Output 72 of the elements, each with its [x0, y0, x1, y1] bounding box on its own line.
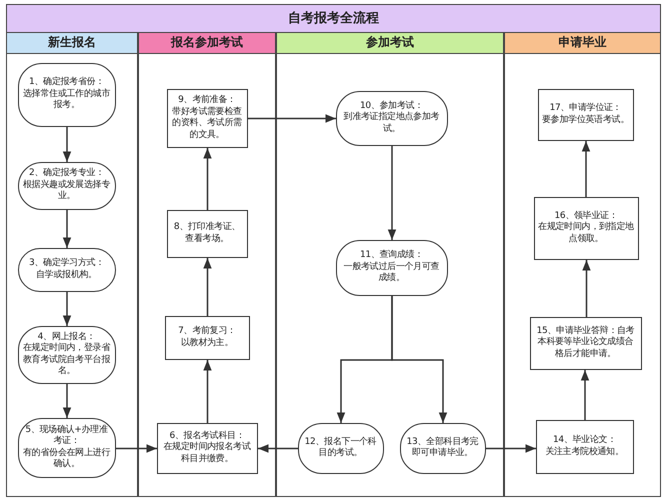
process-terminal: [298, 422, 384, 474]
swimlane: [504, 32, 661, 497]
step-text: 8、打印准考证、查看考场。: [172, 222, 242, 245]
step-text: 到准考证指定地点参加考试。: [342, 112, 440, 136]
step-text: 11、查询成绩：: [360, 250, 424, 262]
arrow: [486, 444, 536, 453]
step-text: 10、参加考试：: [360, 100, 424, 112]
step-text: 选择常住或工作的城市报考。: [22, 88, 112, 112]
step-text: 14、毕业论文：: [552, 435, 616, 446]
arrow: [580, 370, 590, 420]
arrow: [203, 148, 212, 210]
step-text: 要参加学位英语考试。: [542, 114, 629, 126]
arrow: [388, 146, 396, 240]
process-box: [538, 88, 634, 140]
step-text: 以教材为主。: [180, 338, 234, 349]
process-box: [166, 88, 248, 148]
step-text: 一般考试过后一个月可查成绩。: [342, 262, 440, 285]
process-box: [166, 210, 248, 258]
process-box: [534, 196, 638, 260]
step-text: 带好考试需要检查的资料、考试所需的文具。: [171, 106, 243, 141]
swimlane: [276, 32, 504, 497]
process-terminal: [18, 326, 116, 384]
process-box: [530, 316, 642, 370]
lane-header: 参加考试: [277, 33, 503, 54]
step-text: 12、报名下一个科目的考试。: [304, 436, 378, 460]
step-text: 根据兴趣或发展选择专业。: [22, 180, 112, 203]
lane-header: 报名参加考试: [139, 33, 275, 54]
step-text: 16、领毕业证：: [554, 210, 618, 222]
step-text: 9、考前准备：: [178, 95, 236, 106]
process-terminal: [18, 248, 116, 292]
step-text: 关注主考院校通知。: [545, 446, 624, 458]
arrow: [258, 444, 298, 453]
process-terminal: [18, 418, 116, 478]
process-terminal: [400, 422, 486, 474]
arrow: [248, 114, 336, 123]
step-text: 1、确定报考省份：: [28, 77, 104, 88]
lane-header: 新生报名: [7, 33, 137, 54]
arrow: [582, 260, 591, 317]
arrow: [391, 296, 448, 423]
step-text: 6、报名考试科目：: [169, 430, 245, 442]
arrow: [582, 141, 590, 197]
title-band: 自考报考全流程: [6, 4, 661, 33]
step-text: 4、网上报名：: [38, 332, 96, 342]
arrow: [116, 444, 157, 453]
arrow: [62, 384, 72, 418]
step-text: 13、全部科目考完即可申请毕业。: [406, 436, 480, 460]
process-terminal: [18, 162, 116, 210]
process-terminal: [336, 240, 448, 296]
step-text: 自学或报机构。: [36, 270, 97, 281]
process-terminal: [18, 62, 116, 126]
lane-header: 申请毕业: [505, 33, 660, 54]
swimlane: [6, 32, 138, 497]
process-box: [156, 422, 258, 474]
arrow: [203, 258, 212, 316]
process-terminal: [336, 90, 448, 146]
step-text: 在规定时间内，登录省教育考试院自考平台报名。: [22, 343, 112, 378]
step-text: 2、确定报考专业：: [28, 168, 104, 180]
arrow: [62, 210, 72, 248]
arrow: [203, 360, 212, 423]
step-text: 有的省份会在网上进行确认。: [22, 448, 112, 470]
swimlane: [138, 32, 276, 497]
step-text: 5、现场确认+办理准考证：: [24, 424, 109, 448]
process-box: [536, 420, 634, 474]
step-text: 3、确定学习方式：: [28, 258, 104, 270]
step-text: 7、考前复习：: [178, 326, 236, 338]
step-text: 在规定时间内，到指定地点领取。: [538, 222, 634, 246]
arrow: [62, 127, 72, 162]
process-box: [164, 316, 250, 360]
step-text: 15、申请毕业答辩：自考本科要等毕业论文成绩合格后才能申请。: [536, 326, 636, 360]
arrow: [62, 292, 72, 326]
step-text: 在规定时间内报名考试科目并缴费。: [162, 442, 252, 466]
step-text: 17、申请学位证：: [550, 103, 622, 114]
